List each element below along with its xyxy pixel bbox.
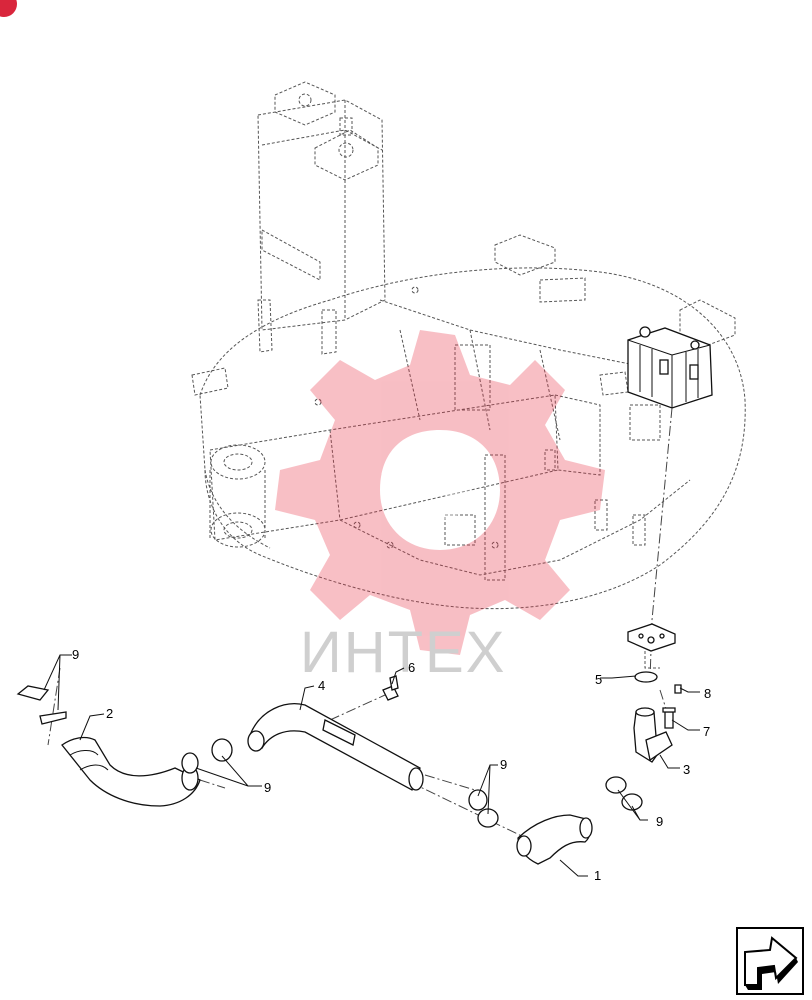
callout-8[interactable]: 8 [704,686,711,701]
callout-5[interactable]: 5 [595,672,602,687]
gear-icon [275,330,605,655]
callout-labels: 1 2 3 4 5 6 7 8 9 9 9 9 [72,647,711,883]
callout-1[interactable]: 1 [594,868,601,883]
watermark-text: ИНТЕХ [300,620,506,685]
callout-9[interactable]: 9 [264,780,271,795]
callout-9[interactable]: 9 [500,757,507,772]
callout-9[interactable]: 9 [72,647,79,662]
callout-6[interactable]: 6 [408,660,415,675]
outlet-flange [627,623,676,669]
leader-lines [43,654,700,877]
watermark-logo [275,330,605,655]
mounting-bolt [662,707,676,729]
elbow-hose-part-3 [633,707,673,763]
navigation-arrow-icon[interactable] [736,927,804,995]
callout-2[interactable]: 2 [106,706,113,721]
fitting-pin [674,684,682,694]
corner-badge-icon[interactable] [0,0,17,17]
assembly-centerlines [47,407,673,841]
hose-part-1 [516,814,593,865]
excavator-frame [191,81,746,610]
callout-4[interactable]: 4 [318,678,325,693]
pipe-part-4 [247,703,424,791]
o-ring-seal [634,671,658,683]
hose-clamps [16,685,643,828]
callout-3[interactable]: 3 [683,762,690,777]
callout-7[interactable]: 7 [703,724,710,739]
hose-part-2 [61,736,201,807]
callout-9[interactable]: 9 [656,814,663,829]
